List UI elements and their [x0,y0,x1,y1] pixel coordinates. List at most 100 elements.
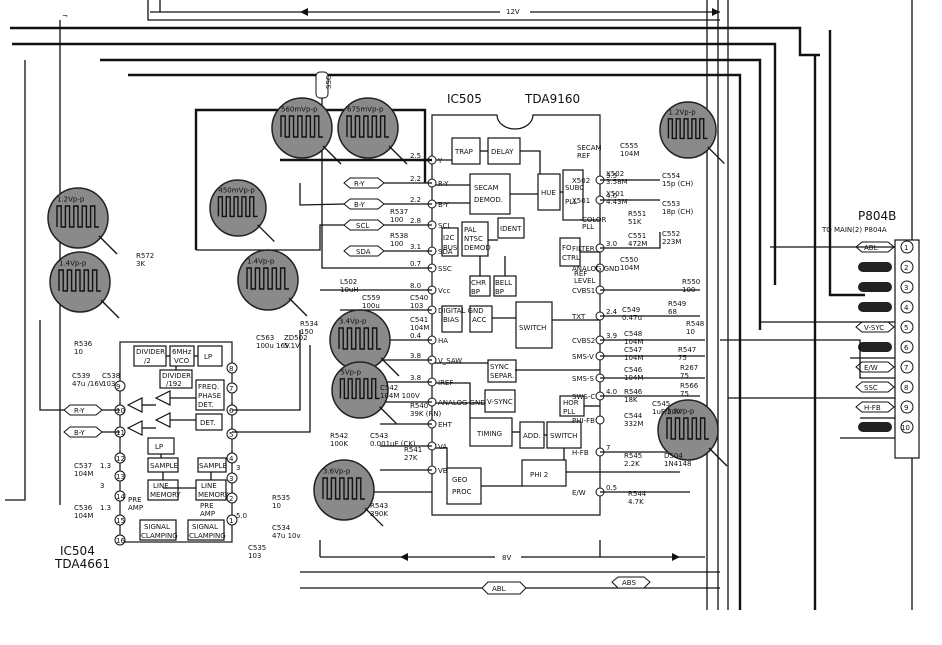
scope-bubble: 1.2Vp-p [659,101,725,165]
pin-voltage: 7 [606,444,610,452]
component-value: 68 [668,308,677,316]
component-value: 1uF/50V [652,408,681,416]
ic504-right-pin: 5 [226,428,238,440]
block-chr-l2: BP [471,288,480,296]
block-i2c-l2: BUS [443,244,458,252]
component-ref: R550 [682,278,700,286]
pin-voltage: 8.0 [410,282,421,290]
component-value: 3.58M [606,178,628,186]
pin-number: 15 [116,517,125,525]
pin-name: IREF [438,379,453,387]
connector-pin: 9H-FB [855,400,914,414]
ic504-right-pin: 2 [226,492,238,504]
svg-text:B-Y: B-Y [354,201,365,209]
connector-pin: 7E/W [855,360,914,374]
component-value: 100 [390,240,403,248]
corner-mark: ¬ [62,12,68,20]
rail-12v-label: 12V [506,8,520,16]
pin-voltage: 3.1 [410,243,421,251]
component-ref: R551 [628,210,646,218]
block-vsync: V-SYNC [487,398,513,406]
block-switch-main: SWITCH [519,324,546,332]
secam-ref-l1: SECAM [577,144,602,152]
ic504-div192-l1: DIVIDER [162,372,191,380]
pin-number: 2 [229,495,233,503]
component-ref: C542 [380,384,398,392]
ic505: IC505 TDA9160 TRAP DELAY SECAM DEMOD. ID… [431,92,607,516]
ic504-sample1: SAMPLE [150,462,178,470]
ic504-div2-l2: /2 [144,357,151,365]
component-ref: R544 [628,490,647,498]
pin-name: PHI-FB [572,417,595,425]
pin-voltage: 0.4 [410,332,422,340]
ic504-sample2: SAMPLE [199,462,227,470]
pin-voltage: 3 [236,464,240,472]
connector-pin: 4 [858,300,914,314]
ref-level-l1: REF [574,270,587,278]
block-add: ADD. [523,432,541,440]
ic504-vco-l1: 6MHz [172,348,192,356]
block-pal-l3: DEMOD [464,244,491,252]
component-value: 47u /16V [72,380,104,388]
ic504-lp1: LP [204,353,212,361]
svg-text:ABS: ABS [622,579,636,587]
component-ref: R541 [404,446,422,454]
pin-voltage: 2.8 [410,217,421,225]
connector-dest: TO MAIN(2) P804A [821,226,887,234]
block-sync-l2: SEPAR. [490,372,514,380]
component-value: 100 [682,286,695,294]
pin-name: SDA [438,248,453,256]
connector-pin: 2 [858,260,914,274]
block-trap: TRAP [454,148,473,156]
component-ref: R535 [272,494,290,502]
component-value: 100u 16V [256,342,290,350]
ic504-left-pin: 15 [114,514,126,526]
svg-text:SCL: SCL [356,222,369,230]
component-value: 103 [102,380,115,388]
pin-name: Y [437,157,443,165]
component-ref: C544 [624,412,643,420]
component-value: 104M [410,324,429,332]
ic504-linemem2-l1: LINE [201,482,217,490]
component-value: 104M [624,354,643,362]
block-bell-l1: BELL [495,279,512,287]
component-ref: R542 [330,432,348,440]
component-ref: R536 [74,340,93,348]
scope-bubble: 3.6Vp-p [313,459,384,527]
connector-pin: 5V-SYC [855,320,914,334]
ic504-freq-l3: DET. [198,401,213,409]
ic504-ref: IC504 [60,544,95,558]
pin-voltage: 4.0 [606,192,617,200]
component-ref: C547 [624,346,642,354]
component-ref: C549 [622,306,640,314]
svg-text:B-Y: B-Y [74,429,85,437]
block-subc-l2: PLL [565,198,577,206]
component-ref: R549 [668,300,686,308]
pin-number: 7 [229,385,233,393]
secam-ref-l2: REF [577,152,590,160]
pin-name: CVBS1 [572,287,595,295]
component-value: 223M [662,238,681,246]
component-ref: C539 [72,372,90,380]
pin-name: SCL [438,222,451,230]
component-ref: X502 [606,170,624,178]
